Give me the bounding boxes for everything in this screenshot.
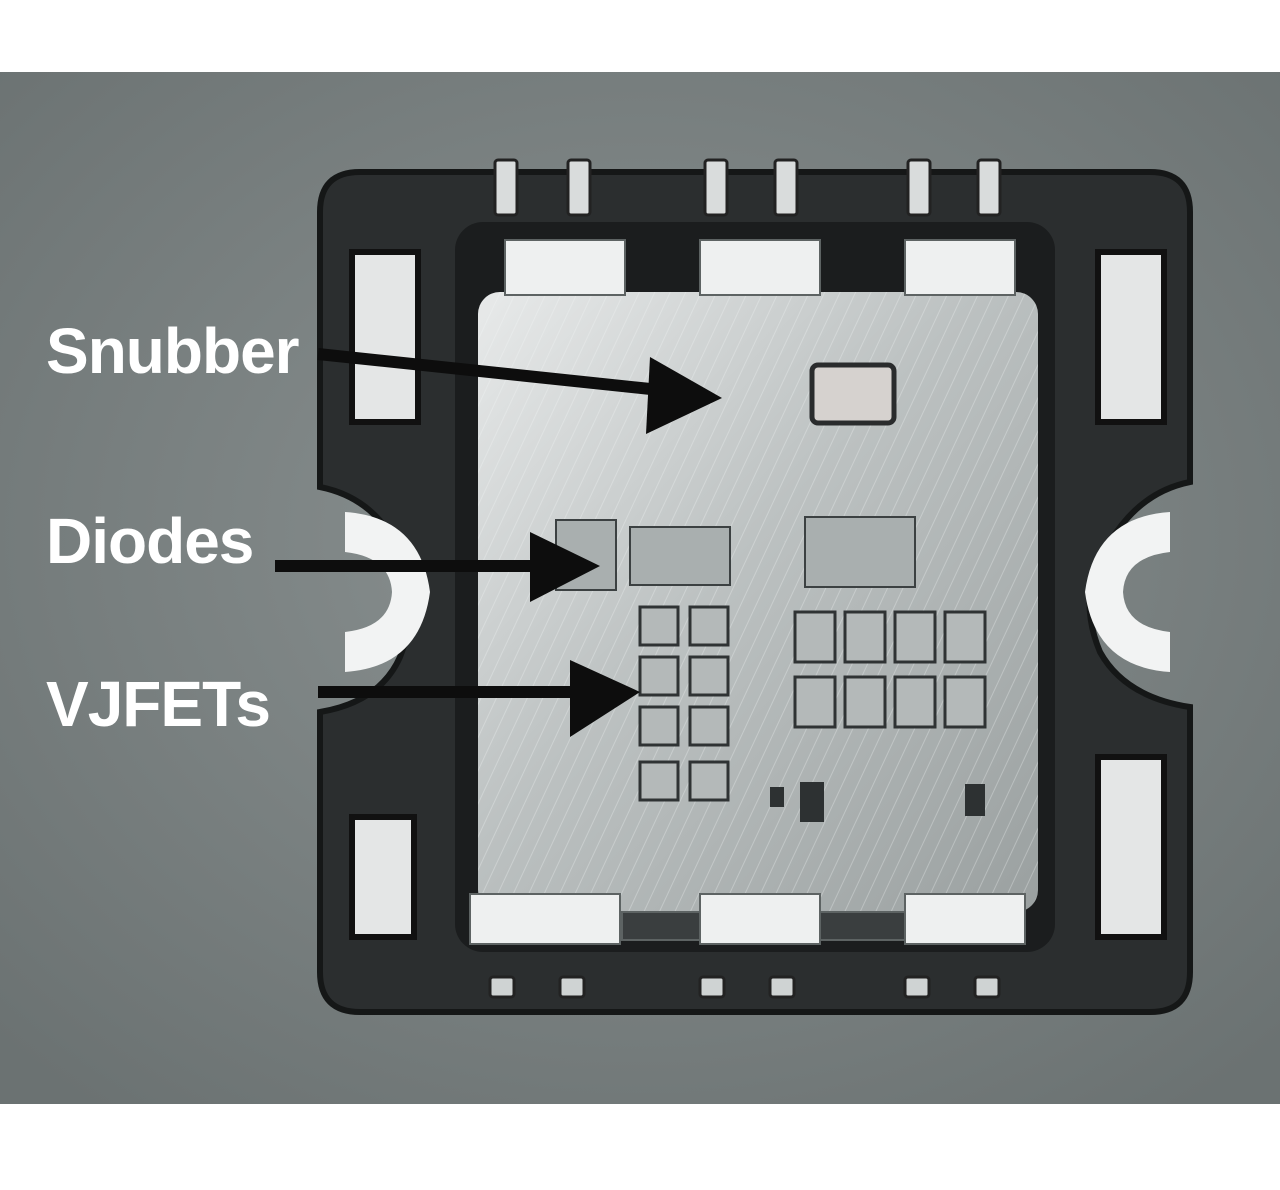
screw-slot-left <box>345 512 430 672</box>
label-vjfets: VJFETs <box>46 668 271 740</box>
mount-window-top-left <box>349 249 421 425</box>
screw-slot-right <box>1085 512 1170 672</box>
mount-window-bottom-right <box>1095 754 1167 940</box>
callout-arrows <box>275 348 722 737</box>
terminal-pads-top <box>504 239 1016 296</box>
vjfets-arrow <box>318 660 640 737</box>
mount-window-top-right <box>1095 249 1167 425</box>
bottom-pins <box>488 975 1001 999</box>
snubber-arrow <box>317 348 722 434</box>
module-illustration <box>0 72 1280 1104</box>
mount-window-bottom-left <box>349 814 417 940</box>
module-photo: Snubber Diodes VJFETs <box>0 72 1280 1104</box>
diodes-arrow <box>275 532 600 602</box>
top-pins <box>493 158 1002 217</box>
label-snubber: Snubber <box>46 315 300 387</box>
small-components <box>770 782 985 822</box>
terminal-pads-bottom <box>469 893 1026 945</box>
vjfet-array <box>638 605 987 802</box>
snubber-component <box>809 362 897 426</box>
label-diodes: Diodes <box>46 505 254 577</box>
